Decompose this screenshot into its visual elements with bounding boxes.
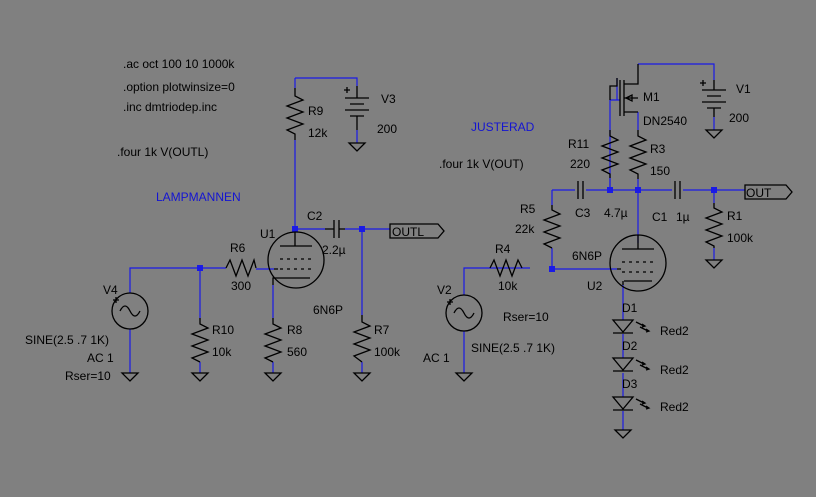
capacitor-c3 [577,181,584,199]
r3-name: R3 [650,142,666,156]
c3-value: 4.7µ [604,206,628,220]
ground-icon [191,372,209,382]
r10-value: 10k [212,345,232,359]
resistor-r4 [489,258,523,278]
triode-u1 [267,231,325,289]
d2-name: D2 [622,339,638,353]
r3-value: 150 [650,164,670,178]
directive-ac: .ac oct 100 10 1000k [123,57,235,71]
resistor-r1 [704,203,724,248]
net-flag-out [744,184,793,200]
resistor-r9 [285,88,305,140]
v4-rser: Rser=10 [65,369,111,383]
r1-name: R1 [727,209,743,223]
r7-name: R7 [374,323,390,337]
battery-v3 [344,86,369,130]
r7-value: 100k [374,345,401,359]
resistor-r3 [628,130,648,179]
u1-name: U1 [260,227,276,241]
v2-name: V2 [437,283,452,297]
title-right: JUSTERAD [471,120,535,134]
title-left: LAMPMANNEN [156,190,241,204]
d3-model: Red2 [660,400,689,414]
battery-v1 [700,80,726,117]
r10-name: R10 [212,323,234,337]
r8-name: R8 [287,323,303,337]
v2-ac: AC 1 [423,351,450,365]
r11-name: R11 [568,137,589,151]
v4-ac: AC 1 [87,351,114,365]
d1-model: Red2 [660,324,689,338]
resistor-r11 [600,130,620,178]
ground-icon [705,259,723,269]
d2-model: Red2 [660,363,689,377]
ground-icon [705,129,723,139]
r9-name: R9 [308,104,324,118]
directive-four-left: .four 1k V(OUTL) [117,145,208,159]
r5-value: 22k [515,222,535,236]
u2-name: U2 [587,279,603,293]
sine-source-v2 [445,294,483,332]
r9-value: 12k [308,126,328,140]
ground-icon [264,372,282,382]
d1-name: D1 [622,301,638,315]
directive-inc: .inc dmtriodep.inc [123,100,217,114]
net-flag-outl [389,223,445,239]
v2-sine: SINE(2.5 .7 1K) [471,341,555,355]
right-wires [463,63,745,430]
ground-icon [353,372,371,382]
v3-value: 200 [377,122,397,136]
triode-u2 [609,234,667,292]
v4-name: V4 [103,283,118,297]
c2-name: C2 [307,209,323,223]
ground-icon [348,142,366,152]
u2-model: 6N6P [572,249,602,263]
sine-source-v4 [111,292,149,330]
directive-option: .option plotwinsize=0 [123,80,235,94]
v1-name: V1 [736,82,751,96]
resistor-r10 [190,318,210,363]
led-d1 [611,319,651,334]
v3-name: V3 [381,92,396,106]
led-d3 [611,396,651,411]
r1-value: 100k [727,231,754,245]
r11-value: 220 [570,157,590,171]
ground-icon [121,372,139,382]
resistor-r5 [542,205,562,249]
r8-value: 560 [287,345,307,359]
r6-name: R6 [230,241,246,255]
led-d2 [611,357,651,372]
out-label: OUT [746,186,772,200]
r4-value: 10k [498,279,518,293]
left-wires [129,77,390,373]
resistor-r8 [263,318,283,363]
c3-name: C3 [575,206,591,220]
r6-value: 300 [231,279,251,293]
m1-model: DN2540 [643,114,687,128]
c1-name: C1 [652,210,668,224]
capacitor-c1 [674,181,681,199]
resistor-r6 [225,257,257,278]
v4-sine: SINE(2.5 .7 1K) [25,333,109,347]
directive-four-right: .four 1k V(OUT) [439,157,524,171]
ground-icon [614,429,632,439]
m1-name: M1 [643,90,660,104]
mosfet-m1 [609,64,639,116]
ground-icon [455,372,473,382]
r4-name: R4 [495,242,511,256]
v2-rser: Rser=10 [503,310,549,324]
capacitor-c2 [325,220,345,238]
r5-name: R5 [520,202,536,216]
outl-label: OUTL [392,225,424,239]
u1-model: 6N6P [313,303,343,317]
d3-name: D3 [622,377,638,391]
v1-value: 200 [729,111,749,125]
resistor-r7 [352,315,372,363]
c2-value: 2.2µ [322,243,346,257]
c1-value: 1µ [676,210,690,224]
